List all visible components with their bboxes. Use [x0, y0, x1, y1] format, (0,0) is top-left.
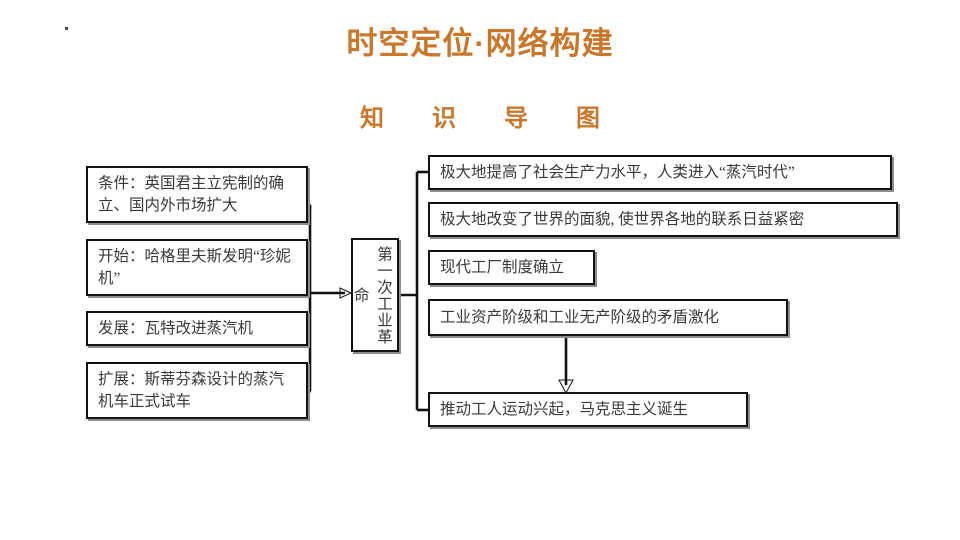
node-effect-factory-system[interactable]: 现代工厂制度确立 [428, 250, 595, 285]
node-expansion[interactable]: 扩展：斯蒂芬森设计的蒸汽机车正式试车 [86, 362, 308, 419]
speck-artifact [65, 27, 68, 30]
node-expansion-label: 扩展：斯蒂芬森设计的蒸汽机车正式试车 [98, 370, 285, 410]
node-effect-class-conflict-label: 工业资产阶级和工业无产阶级的矛盾激化 [440, 308, 720, 326]
page-title: 时空定位·网络构建 [346, 26, 614, 61]
node-beginning[interactable]: 开始：哈格里夫斯发明“珍妮机” [86, 239, 308, 296]
page-subtitle: 知识导图 [360, 105, 648, 132]
node-effect-world-connection[interactable]: 极大地改变了世界的面貌, 使世界各地的联系日益紧密 [428, 202, 898, 237]
node-effect-marxism-label: 推动工人运动兴起，马克思主义诞生 [440, 400, 689, 418]
node-effect-factory-system-label: 现代工厂制度确立 [440, 258, 565, 276]
node-first-industrial-revolution[interactable]: 第一次工业革命 [351, 238, 399, 352]
node-effect-class-conflict[interactable]: 工业资产阶级和工业无产阶级的矛盾激化 [428, 299, 788, 336]
node-condition-label: 条件：英国君主立宪制的确立、国内外市场扩大 [98, 174, 285, 214]
node-condition[interactable]: 条件：英国君主立宪制的确立、国内外市场扩大 [86, 166, 308, 223]
node-development-label: 发展：瓦特改进蒸汽机 [98, 319, 254, 337]
node-development[interactable]: 发展：瓦特改进蒸汽机 [86, 311, 308, 346]
node-effect-marxism[interactable]: 推动工人运动兴起，马克思主义诞生 [428, 392, 748, 427]
left-wire-stub-1 [308, 204, 312, 209]
node-effect-productivity[interactable]: 极大地提高了社会生产力水平，人类进入“蒸汽时代” [428, 155, 892, 190]
node-effect-world-connection-label: 极大地改变了世界的面貌, 使世界各地的联系日益紧密 [440, 210, 805, 228]
node-beginning-label: 开始：哈格里夫斯发明“珍妮机” [98, 247, 291, 287]
node-effect-productivity-label: 极大地提高了社会生产力水平，人类进入“蒸汽时代” [440, 163, 795, 181]
